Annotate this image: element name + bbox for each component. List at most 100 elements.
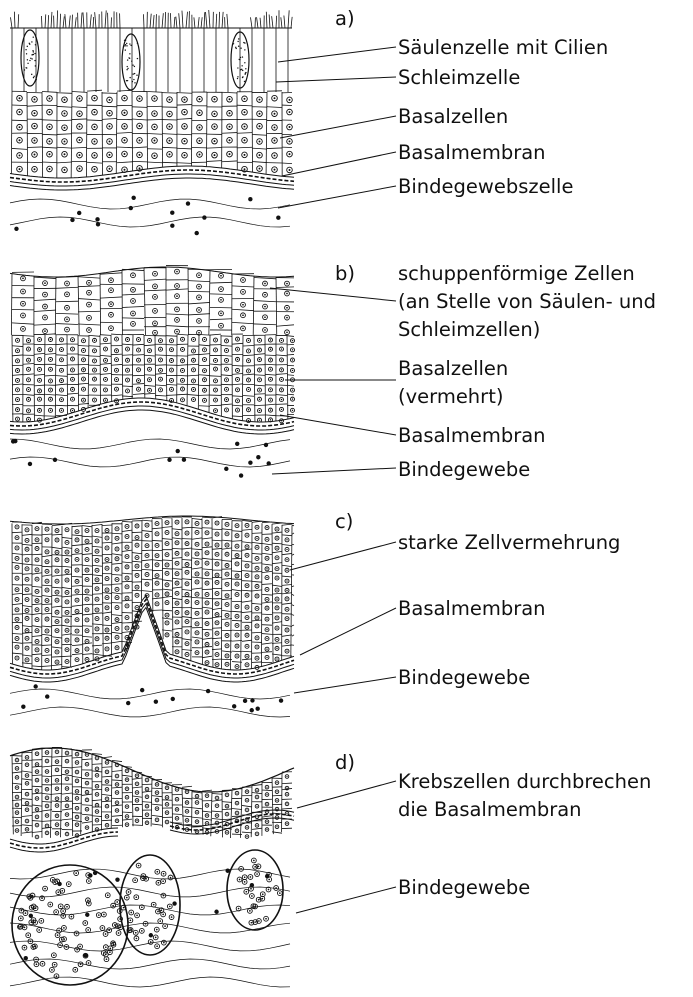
cell-wall	[254, 394, 265, 395]
cell-nucleolus	[105, 369, 106, 370]
cell-nucleolus	[276, 568, 277, 569]
cell-nucleolus	[259, 410, 260, 411]
cell-nucleolus	[171, 389, 172, 390]
cell-wall	[111, 334, 122, 335]
connective-cell-nucleus	[186, 201, 190, 205]
cilium	[260, 18, 261, 28]
cell-nucleolus	[246, 836, 247, 837]
cell-wall	[192, 558, 202, 559]
cell-wall	[52, 793, 62, 794]
cell-wall	[23, 394, 34, 395]
cell-nucleolus	[109, 125, 111, 127]
cell-nucleolus	[156, 523, 157, 524]
cell-nucleolus	[46, 825, 47, 826]
cell-nucleolus	[86, 569, 87, 570]
cell-nucleolus	[154, 310, 156, 312]
cell-nucleolus	[96, 638, 97, 639]
cell-wall	[276, 374, 287, 375]
cell-wall	[100, 343, 111, 344]
cell-nucleolus	[214, 98, 216, 100]
cell-nucleolus	[116, 628, 117, 629]
cell-nucleolus	[160, 349, 161, 350]
cell-wall	[162, 134, 177, 135]
cell-wall	[78, 277, 100, 278]
connective-fiber	[10, 457, 290, 467]
mucus-granule	[134, 66, 135, 67]
cell-nucleolus	[274, 139, 276, 141]
cell-nucleolus	[198, 320, 200, 322]
cell-wall	[22, 613, 32, 614]
cell-wall	[147, 162, 162, 163]
cell-nucleolus	[226, 595, 227, 596]
cell-nucleolus	[236, 616, 237, 617]
cell-nucleolus	[154, 296, 156, 298]
cell-wall	[102, 563, 112, 564]
cell-nucleolus	[36, 619, 37, 620]
cell-wall	[242, 542, 252, 543]
cilium	[150, 14, 151, 28]
cell-nucleolus	[236, 546, 237, 547]
cell-nucleolus	[259, 399, 260, 400]
cell-wall	[102, 524, 103, 657]
cell-nucleolus	[186, 612, 187, 613]
cell-nucleolus	[36, 609, 37, 610]
cell-nucleolus	[256, 796, 257, 797]
cell-wall	[182, 589, 192, 590]
cell-nucleolus	[176, 573, 177, 574]
cell-nucleolus	[276, 826, 277, 827]
cell-wall	[62, 547, 72, 548]
cell-nucleolus	[86, 530, 87, 531]
cell-nucleolus	[16, 768, 17, 769]
cell-wall	[241, 788, 242, 838]
connective-cell-nucleus	[214, 910, 218, 914]
cell-wall	[147, 92, 148, 169]
cell-nucleolus	[86, 774, 87, 775]
cell-nucleolus	[246, 646, 247, 647]
cell-wall	[232, 343, 243, 344]
cell-wall	[133, 355, 144, 356]
cell-wall	[102, 625, 112, 626]
cell-wall	[282, 576, 292, 577]
cell-nucleolus	[17, 418, 18, 419]
cell-nucleolus	[199, 140, 201, 142]
cell-wall	[144, 393, 155, 394]
cell-nucleolus	[176, 533, 177, 534]
cell-nucleolus	[86, 619, 87, 620]
cell-wall	[32, 832, 42, 833]
cell-nucleolus	[176, 271, 178, 273]
cell-nucleolus	[139, 154, 141, 156]
cell-wall	[102, 612, 112, 613]
cell-wall	[155, 385, 166, 386]
cell-wall	[12, 755, 13, 834]
cell-nucleolus	[136, 938, 138, 940]
label-bindegewebe-c: Bindegewebe	[398, 666, 530, 689]
cell-nucleolus	[139, 167, 141, 169]
cell-wall	[172, 529, 182, 530]
cilium	[198, 17, 199, 28]
cell-wall	[67, 393, 78, 394]
cell-wall	[32, 786, 42, 787]
cell-wall	[89, 346, 100, 347]
mucus-granule	[30, 58, 31, 59]
cell-nucleolus	[116, 589, 117, 590]
cell-wall	[242, 590, 252, 591]
cell-nucleolus	[226, 615, 227, 616]
cell-wall	[89, 335, 100, 336]
cell-nucleolus	[46, 551, 47, 552]
cell-nucleolus	[16, 804, 17, 805]
cell-nucleolus	[56, 530, 57, 531]
cell-nucleolus	[182, 370, 183, 371]
cell-wall	[282, 603, 292, 604]
cell-nucleolus	[216, 603, 217, 604]
cell-wall	[82, 614, 92, 615]
cell-wall	[32, 654, 42, 655]
cell-nucleolus	[226, 604, 227, 605]
mucus-granule	[35, 36, 36, 37]
connective-cell-nucleus	[115, 877, 119, 881]
cell-wall	[282, 544, 292, 545]
cell-wall	[132, 778, 142, 779]
cell-nucleolus	[110, 279, 112, 281]
cell-nucleolus	[96, 628, 97, 629]
cell-wall	[51, 748, 52, 838]
cell-nucleolus	[138, 339, 139, 340]
